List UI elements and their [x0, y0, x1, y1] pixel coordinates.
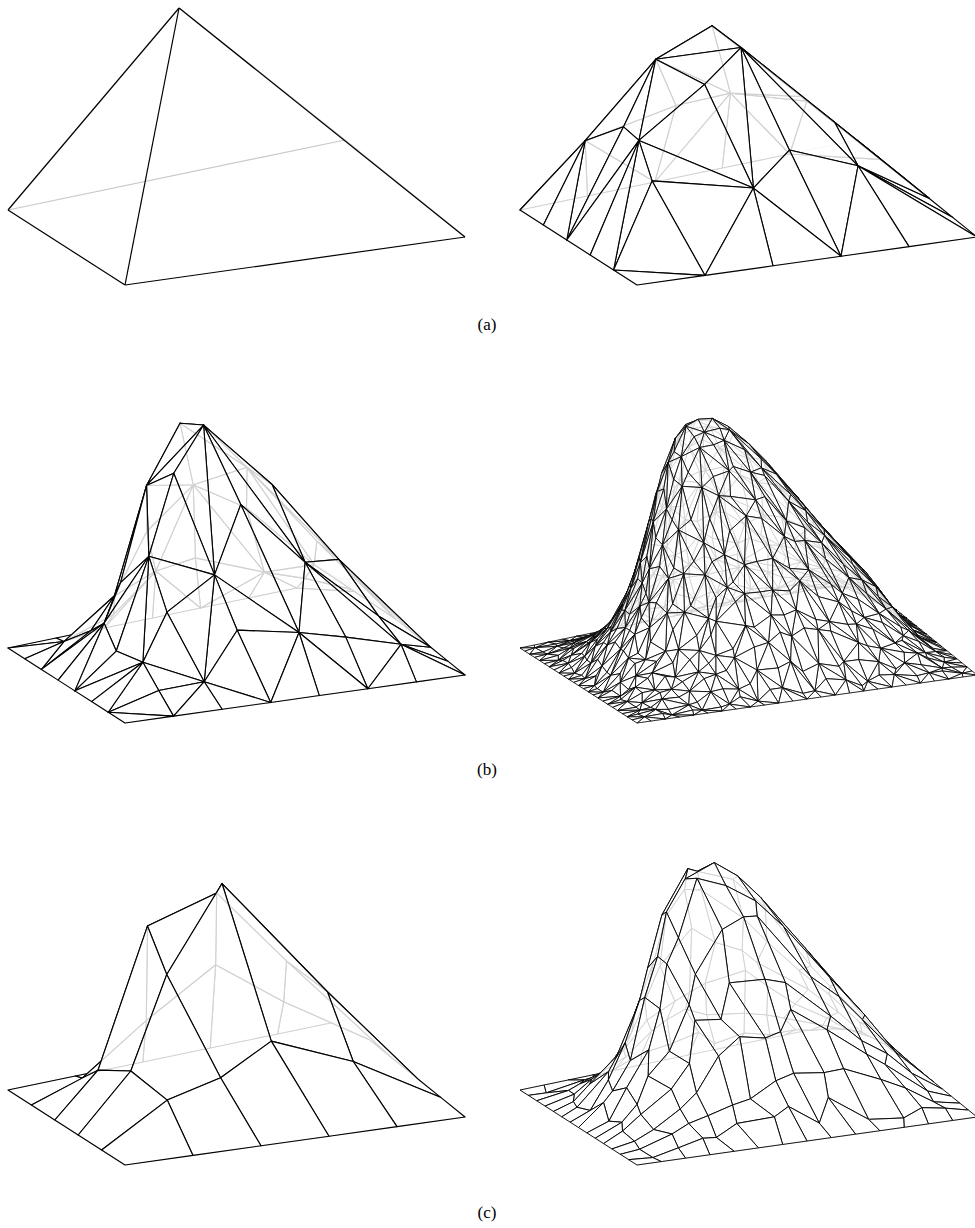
- pyramid-edge: [8, 210, 125, 285]
- mesh-face: [108, 690, 173, 716]
- wireframe-mesh: [520, 26, 975, 285]
- mesh-face: [299, 562, 346, 637]
- pyramid-edge: [125, 8, 179, 285]
- mesh-face: [614, 270, 705, 285]
- mesh-face: [108, 712, 173, 723]
- wireframe-mesh: [8, 423, 465, 723]
- pyramid-edge: [179, 8, 465, 237]
- mesh-face: [271, 633, 320, 703]
- mesh-face: [116, 556, 149, 662]
- mesh-face: [705, 188, 773, 275]
- pyramid-edge: [8, 8, 179, 210]
- wireframe-mesh: [520, 418, 975, 723]
- pyramid-edge: [125, 237, 465, 285]
- mesh-face: [614, 181, 705, 276]
- pyramid: [8, 8, 465, 285]
- mesh-face: [174, 682, 223, 716]
- mesh-face: [841, 166, 909, 256]
- mesh-face: [639, 84, 753, 188]
- mesh-face: [368, 644, 417, 688]
